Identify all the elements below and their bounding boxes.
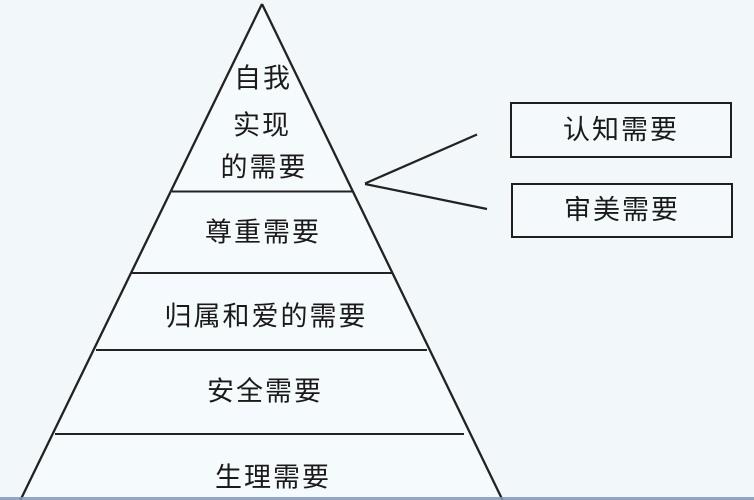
pyramid-right-side bbox=[260, 3, 504, 500]
pyramid-fill bbox=[20, 4, 503, 500]
pyramid-level-label-physiological: 生理需要 bbox=[215, 462, 331, 493]
pyramid-level-label-belonging-and-love: 归属和爱的需要 bbox=[164, 301, 368, 332]
bottom-edge-strip bbox=[0, 497, 754, 500]
pyramid-level-label-self-actualization-line1: 自我 bbox=[234, 63, 292, 94]
connector-line-aesthetic bbox=[364, 182, 488, 211]
side-box-aesthetic: 审美需要 bbox=[511, 183, 733, 238]
pyramid-level-label-safety: 安全需要 bbox=[207, 376, 323, 407]
side-box-cognitive-label: 认知需要 bbox=[563, 114, 679, 145]
pyramid-level-label-esteem: 尊重需要 bbox=[205, 217, 321, 248]
side-box-cognitive: 认知需要 bbox=[510, 102, 732, 158]
pyramid-level-label-self-actualization-line3: 的需要 bbox=[220, 152, 308, 183]
pyramid-left-side bbox=[19, 3, 264, 500]
side-box-aesthetic-label: 审美需要 bbox=[564, 195, 680, 225]
connector-line-cognitive bbox=[364, 133, 478, 185]
pyramid-level-label-self-actualization-line2: 实现 bbox=[233, 110, 291, 141]
